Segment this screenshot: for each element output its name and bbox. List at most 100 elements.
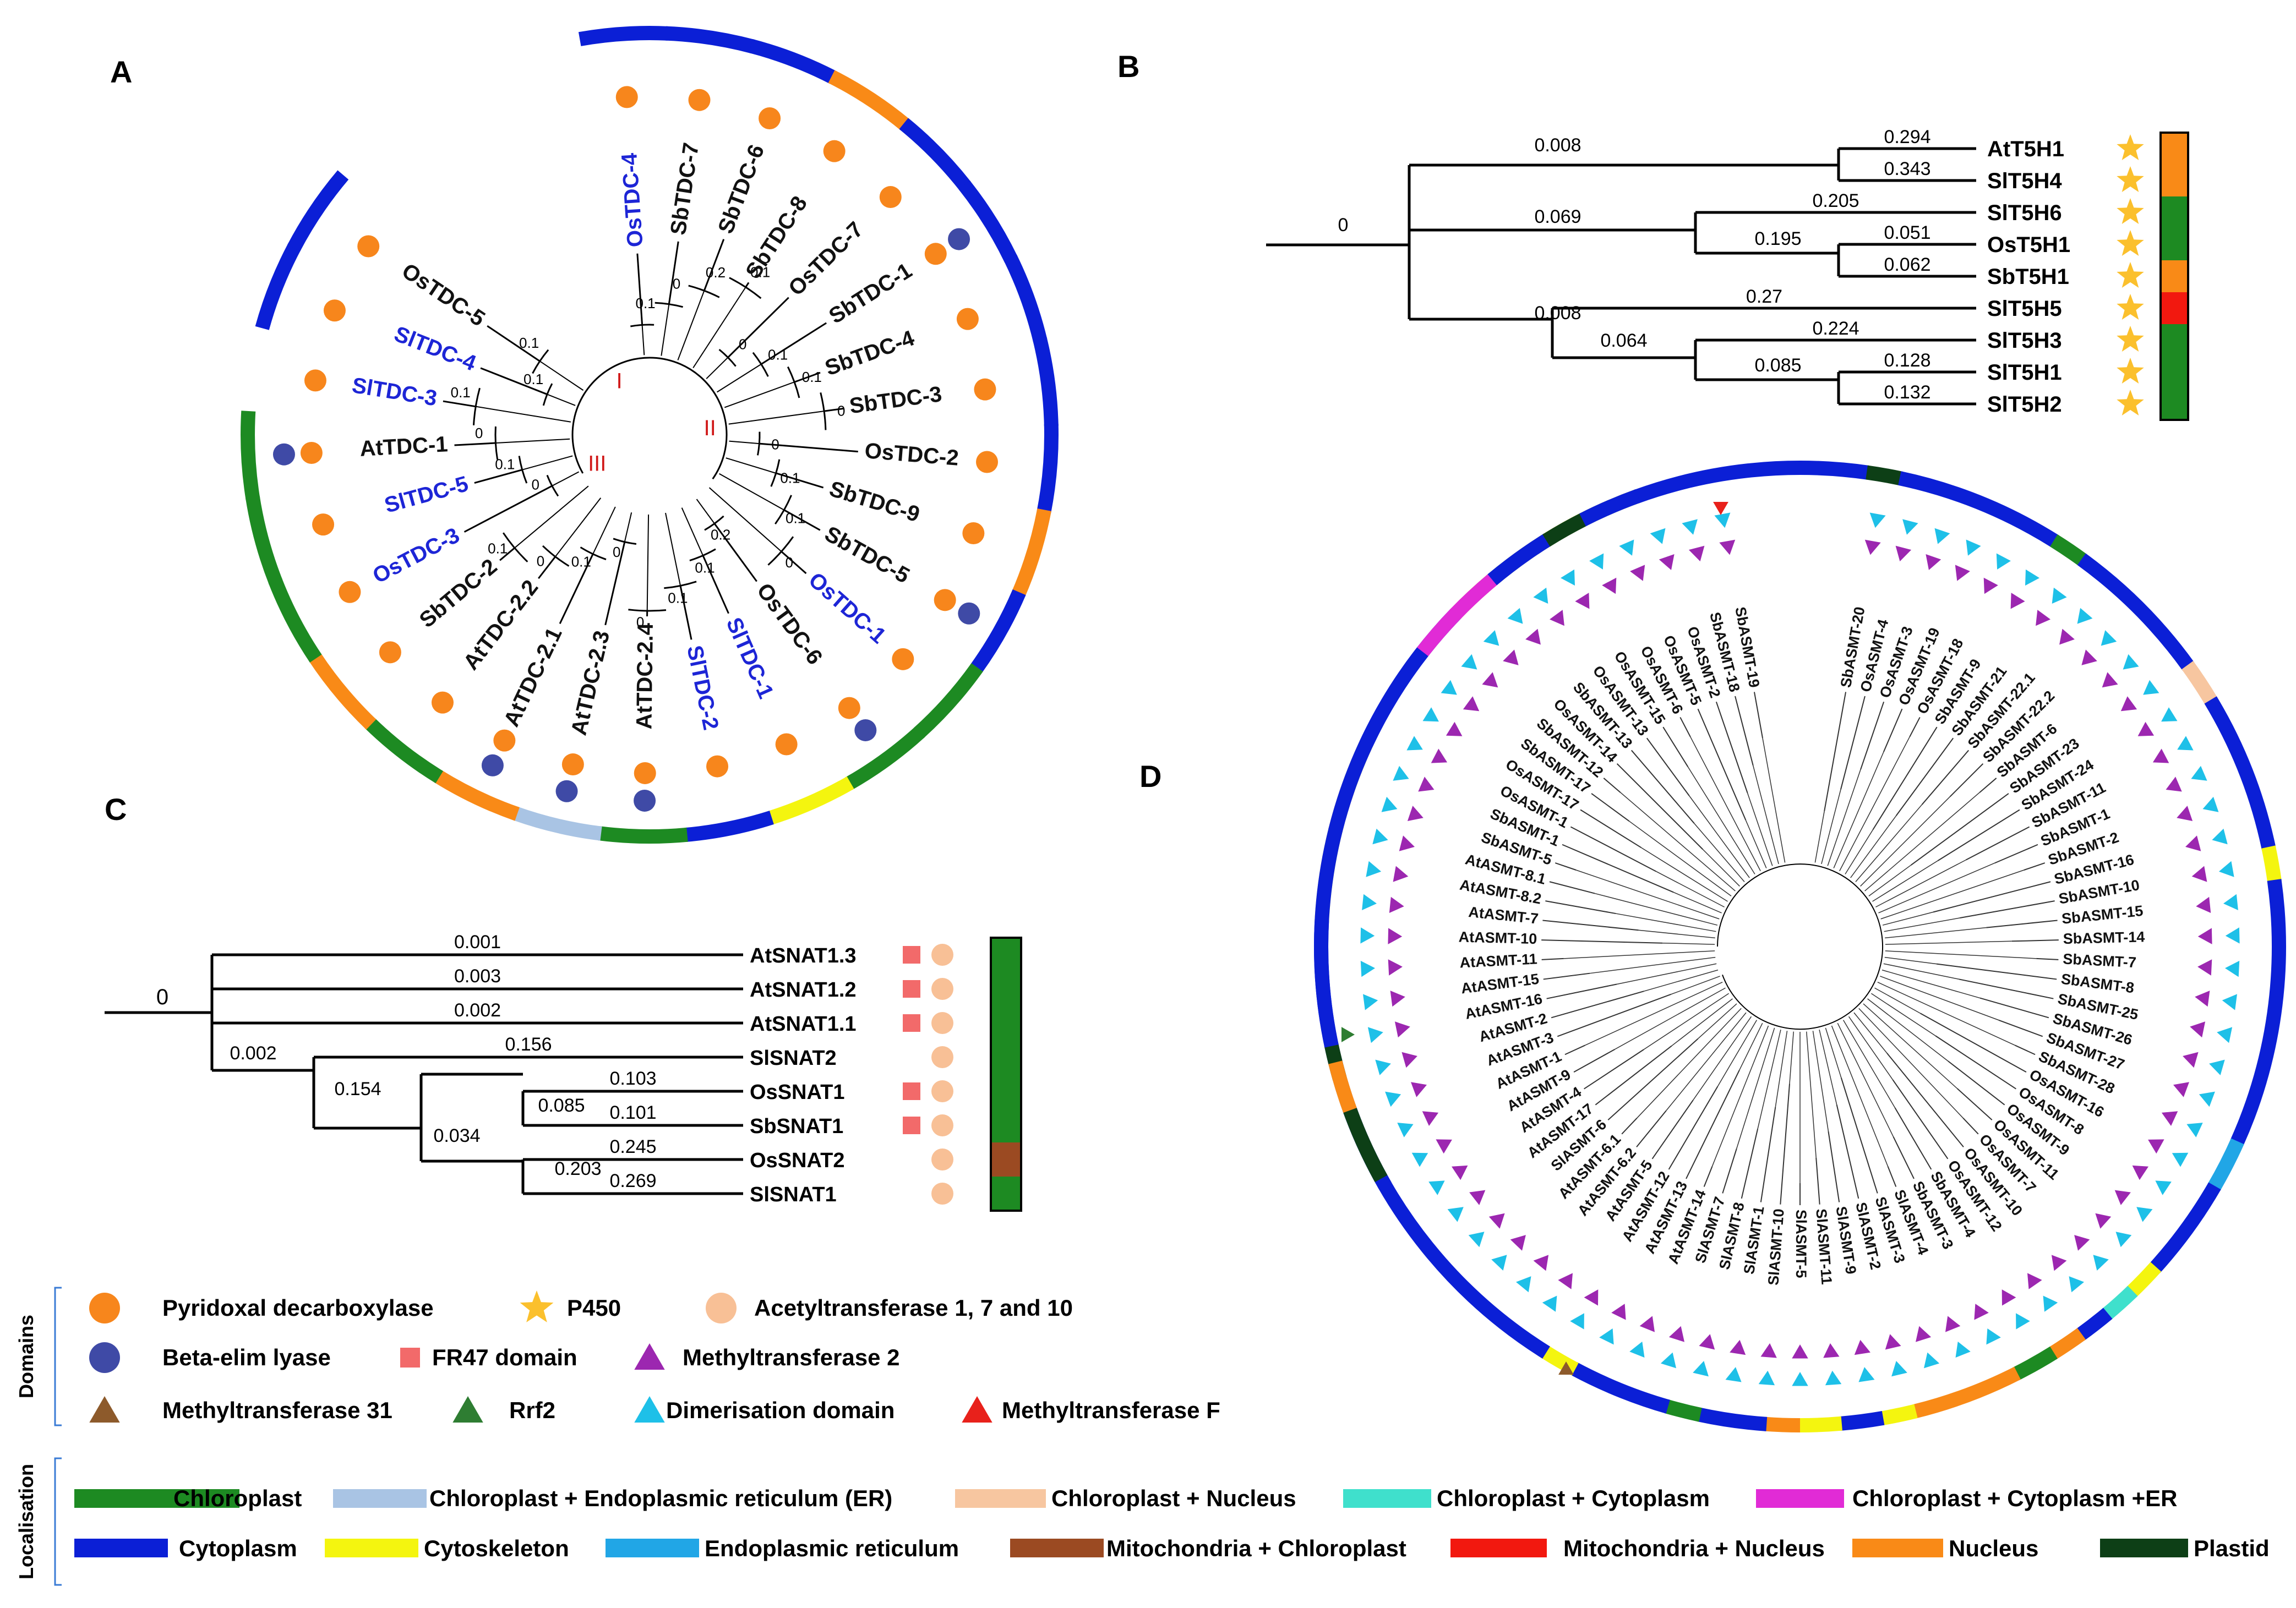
loc-ring-segment-20 <box>268 577 322 663</box>
leaf-label: SbTDC-3 <box>848 382 943 418</box>
rrf2-legend-icon <box>452 1396 483 1423</box>
tree-stem <box>1884 917 1960 932</box>
tree-stem <box>1711 1025 1769 1167</box>
tree-branch <box>604 542 626 626</box>
tree-branch <box>1760 1107 1776 1202</box>
tree-branch <box>1570 826 1656 872</box>
tree-branch <box>2036 958 2059 960</box>
mt2-legend-icon <box>634 1343 665 1370</box>
dimerisation-domain-icon <box>1367 1027 1383 1043</box>
loc-ring-segment <box>2182 660 2218 705</box>
tree-branch <box>1741 1128 1759 1199</box>
leaf-label: SbTDC-6 <box>713 141 769 237</box>
pyridoxal-domain-icon <box>838 697 860 719</box>
panel-d-letter: D <box>1139 759 1161 794</box>
tree-branch <box>1815 1157 1820 1205</box>
tree-stem <box>681 507 703 556</box>
dimerisation-domain-icon <box>1441 680 1457 695</box>
panel-b-letter: B <box>1117 49 1139 84</box>
loc-ring-segment-13 <box>767 776 854 825</box>
dimerisation-domain-icon <box>2123 654 2139 670</box>
leaf-label: SlSNAT2 <box>750 1047 837 1070</box>
dimerisation-domain-icon <box>1758 1370 1775 1386</box>
tree-stem <box>552 471 580 486</box>
cytoplasm-legend-swatch <box>74 1539 168 1557</box>
methyltransferase-2-icon <box>1422 1111 1439 1126</box>
p450-domain-icon <box>2117 230 2144 256</box>
leaf-label: SbASMT-15 <box>2061 903 2144 927</box>
leaf-label: SlASMT-5 <box>1793 1210 1809 1278</box>
tree-stem <box>1616 963 1717 985</box>
loc-bar-segment <box>991 938 1021 972</box>
loc-ring-segment <box>2207 1138 2244 1191</box>
dimerisation-domain-icon <box>2217 1027 2233 1043</box>
dimerisation-domain-icon <box>2069 1276 2084 1293</box>
tree-branch <box>1828 1131 1840 1202</box>
leaf-label: SlT5H3 <box>1987 329 2062 353</box>
methyltransferase-2-icon <box>2120 696 2137 712</box>
branch-value: 0.1 <box>488 540 508 556</box>
tree-stem <box>1812 1031 1829 1132</box>
tree-stem <box>1874 987 1921 1014</box>
tree-stem <box>708 487 782 552</box>
branch-value: 0.2 <box>711 526 730 543</box>
methyltransferase-2-icon <box>1525 628 1541 645</box>
leaf-label: SbASMT-14 <box>2063 928 2145 947</box>
tree-stem <box>1575 869 1720 920</box>
tree-branch <box>1636 1110 1667 1147</box>
beta-elim-domain-icon <box>272 443 295 466</box>
pyridoxal-domain-icon <box>892 648 914 670</box>
dimerisation-domain-icon <box>2191 765 2207 781</box>
leaf-label: SlT5H1 <box>1987 360 2062 385</box>
tree-branch <box>1892 1079 1949 1159</box>
tree-stem <box>1827 769 1861 866</box>
loc-ring-segment <box>2261 845 2282 883</box>
branch-value: 0.002 <box>454 1000 501 1021</box>
tree-stem <box>1717 1020 1758 1087</box>
tree-branch <box>1956 1088 1993 1120</box>
methyltransferase-2-icon <box>1895 545 1912 562</box>
loc-ring-segment-7 <box>1033 337 1059 426</box>
tree-stem <box>1643 993 1729 1050</box>
tree-stem <box>1757 1029 1781 1129</box>
tree-branch <box>636 253 643 325</box>
dimerisation-domain-icon <box>1660 1352 1676 1369</box>
tree-stem <box>1860 796 1950 887</box>
branch-value: 0.132 <box>1884 382 1930 403</box>
tree-branch <box>1541 958 1564 960</box>
tree-branch <box>1679 717 1691 737</box>
pyridoxal-domain-icon <box>634 762 656 784</box>
pyridoxal-domain-icon <box>976 451 999 473</box>
branch-value: 0.1 <box>451 384 471 401</box>
loc-ring-segment <box>2048 1328 2086 1360</box>
leaf-label: SlASMT-10 <box>1765 1208 1787 1286</box>
tree-stem <box>1693 1016 1752 1101</box>
methyltransferase-2-icon <box>1864 539 1881 555</box>
branch-value: 0 <box>613 544 620 560</box>
tree-stem <box>1563 950 1715 959</box>
acetyltransferase-domain-icon <box>931 978 953 1000</box>
loc-ring-segment <box>2126 1262 2162 1298</box>
methyltransferase-2-icon <box>1510 1235 1526 1251</box>
tree-branch <box>1545 900 1616 915</box>
dimerisation-domain-icon <box>1381 796 1398 812</box>
methyltransferase-2-icon <box>1394 1021 1410 1038</box>
acetyltransferase-domain-icon <box>931 1046 953 1068</box>
dimerisation-domain-icon <box>1955 1341 1971 1358</box>
tree-stem <box>1814 811 1825 863</box>
loc-ring-segment-8 <box>1037 424 1059 513</box>
pyridoxal-domain-icon <box>339 581 361 603</box>
dimerisation-domain-icon <box>1542 1295 1557 1312</box>
methyltransferase-2-icon <box>2173 1082 2189 1097</box>
leaf-label: AtT5H1 <box>1987 137 2064 161</box>
acetyltransferase-domain-icon <box>931 1012 953 1034</box>
loc-ring-segment-21 <box>246 496 283 585</box>
pyridoxal-domain-icon <box>561 753 584 776</box>
dimerisation-domain-icon <box>2115 1232 2132 1248</box>
loc-ring-segment <box>2149 1182 2221 1273</box>
tree-stem <box>646 514 650 611</box>
mtf-legend-icon <box>962 1396 992 1423</box>
leaf-label: SlSNAT1 <box>750 1183 837 1206</box>
loc-bar-segment <box>2161 133 2188 165</box>
